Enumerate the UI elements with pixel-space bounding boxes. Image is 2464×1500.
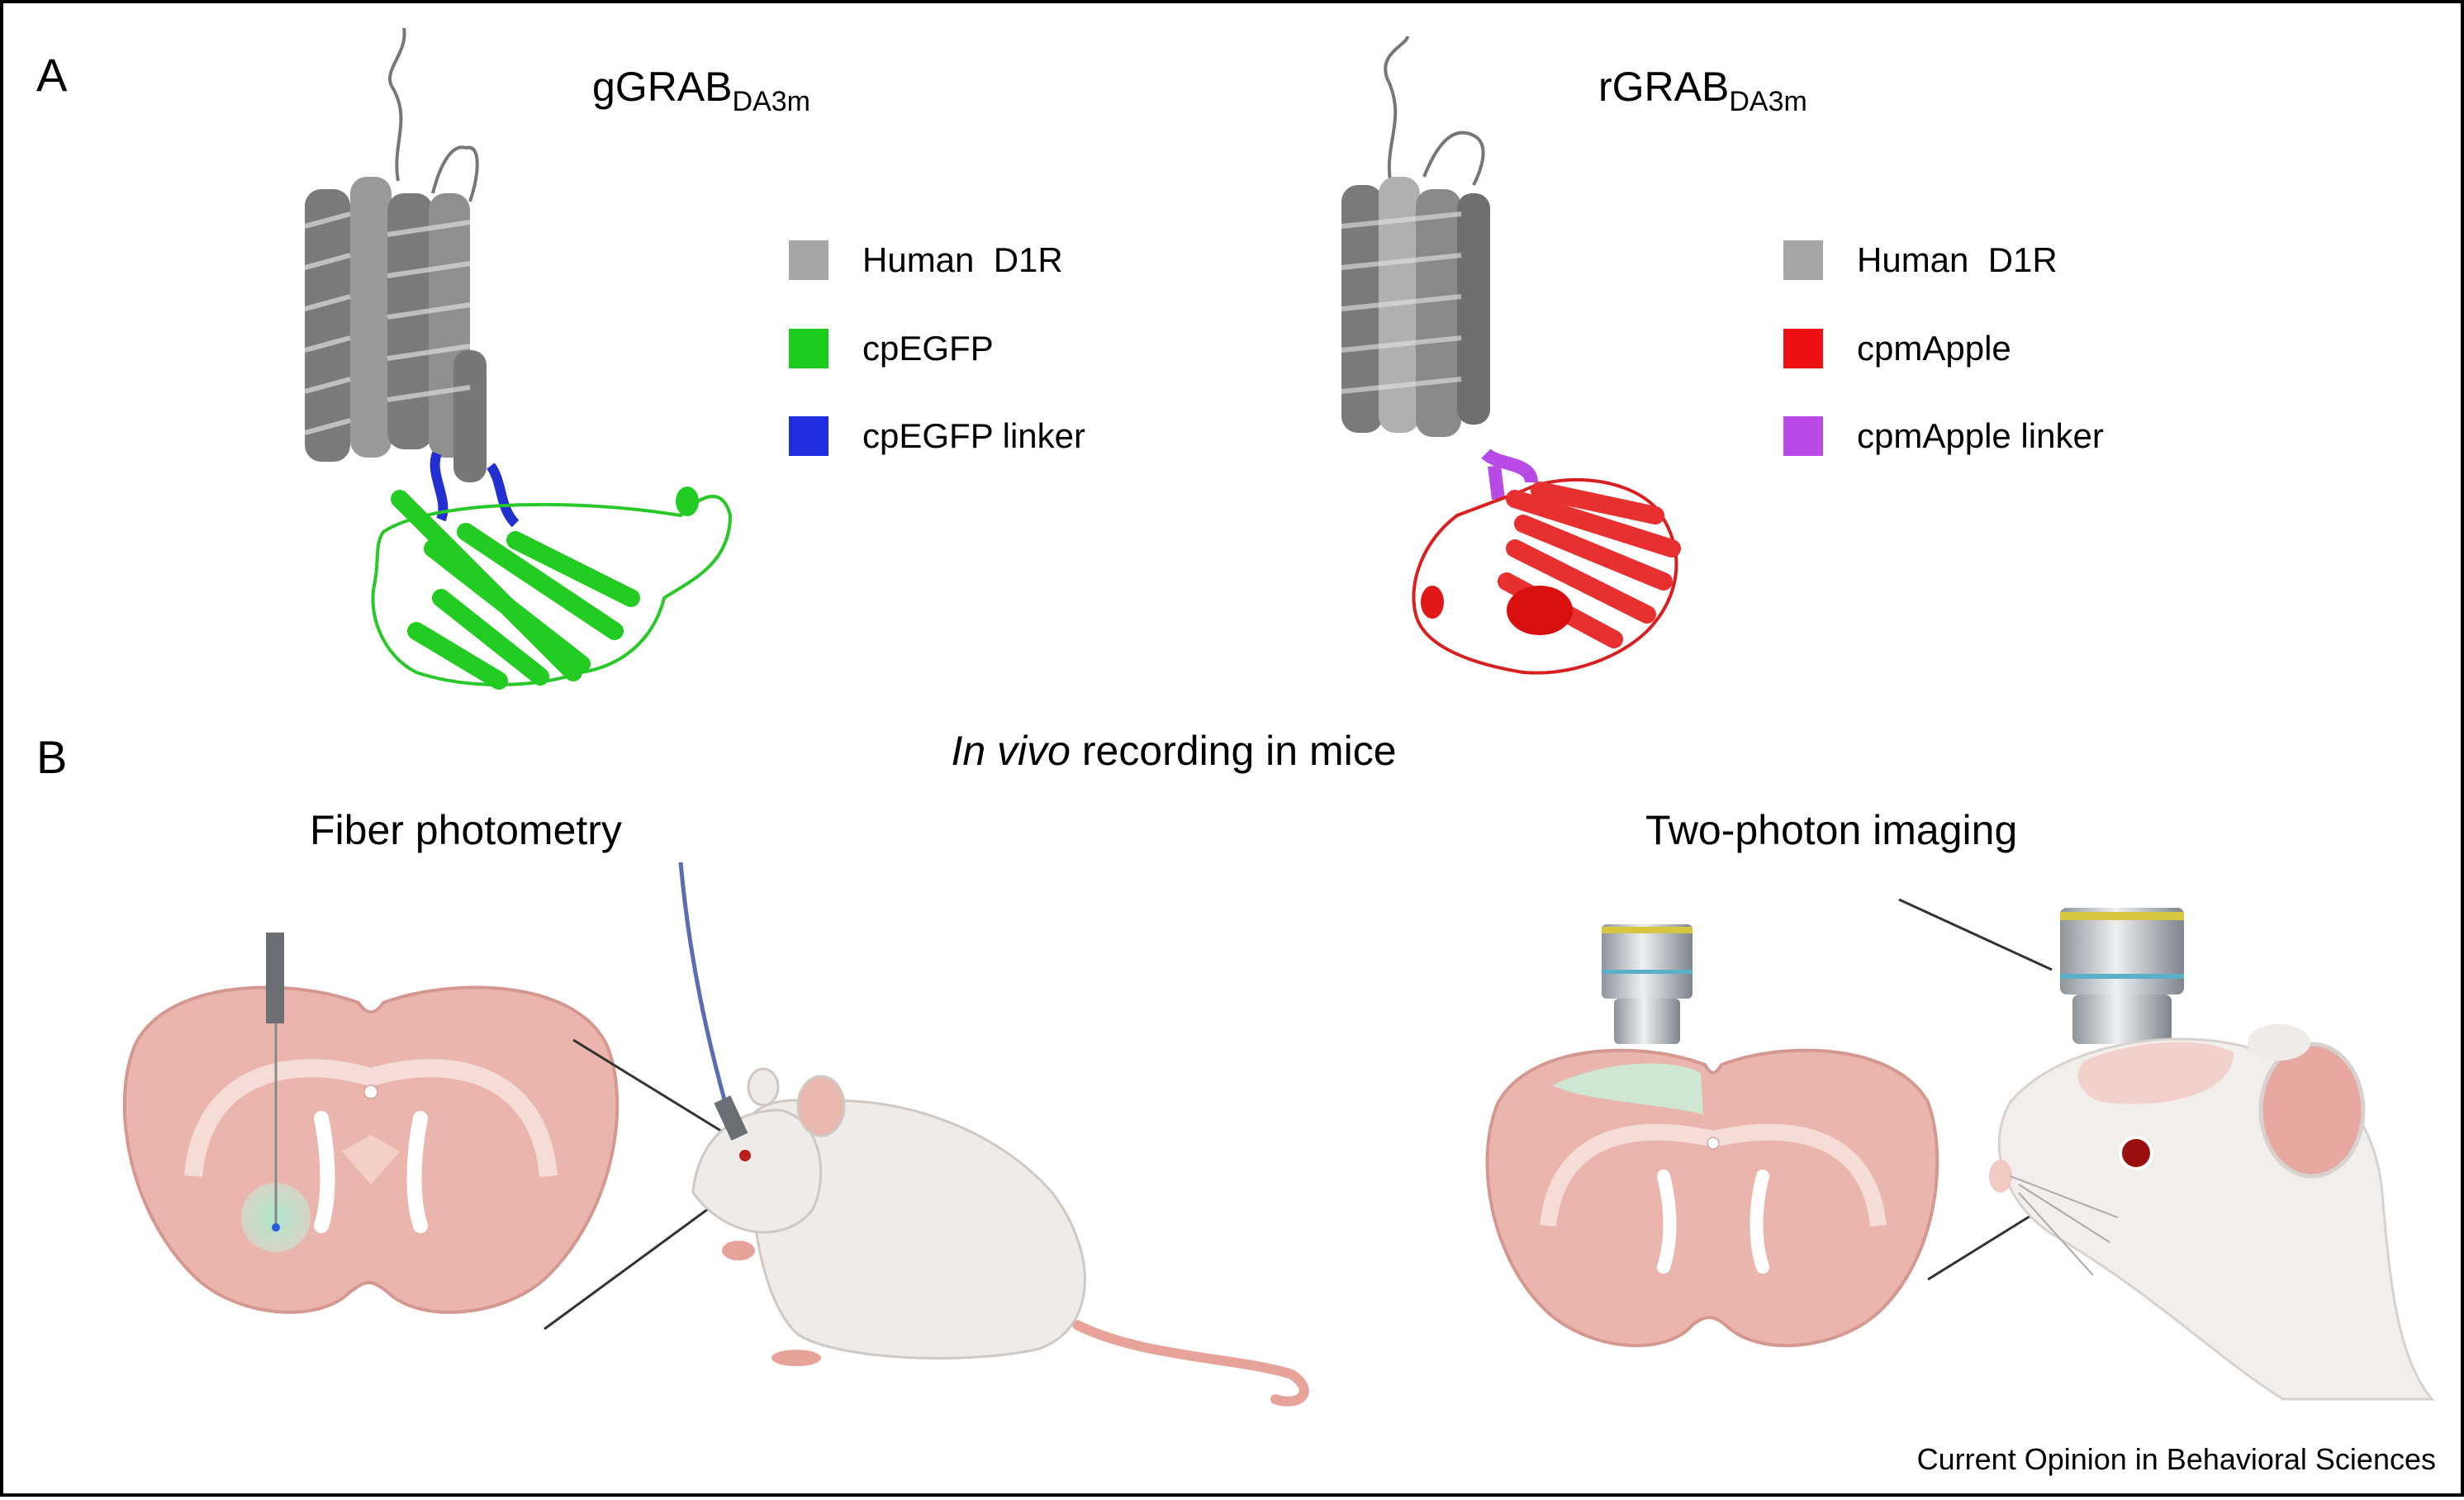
legend-label: cpEGFP linker: [862, 416, 1085, 455]
rgrab-title: rGRABDA3m: [1598, 64, 1807, 117]
objective-lens-icon: [2060, 908, 2184, 1044]
panel-b-title-rest: recording in mice: [1071, 728, 1397, 774]
zoom-line: [572, 1038, 735, 1141]
legend-swatch-cpmapple: [1783, 329, 1823, 368]
zoom-line: [544, 1191, 731, 1331]
journal-credit: Current Opinion in Behavioral Sciences: [1917, 1442, 2436, 1476]
two-photon-imaging-title: Two-photon imaging: [1645, 807, 2017, 853]
legend-swatch-human-d1r: [789, 240, 828, 280]
optic-fiber-icon: [266, 933, 284, 1023]
ggrab-title: gGRABDA3m: [592, 64, 810, 117]
panel-b-title-italic: In vivo: [951, 728, 1071, 774]
panel-b-title: In vivo recording in mice: [951, 728, 1396, 774]
figure-canvas: A gGRABDA3m Human D1R cpEGFP cpEGFP link…: [36, 27, 2436, 1476]
rgrab-title-sub: DA3m: [1729, 86, 1806, 117]
legend-label: cpEGFP: [862, 329, 994, 368]
mouse-illustration: [678, 862, 1309, 1407]
rgrab-title-main: rGRAB: [1598, 64, 1729, 110]
brain-slice-fiber: [122, 933, 620, 1314]
panel-b-label: B: [36, 731, 67, 783]
legend-label: Human D1R: [1857, 240, 2058, 279]
panel-a-label: A: [36, 49, 68, 101]
legend-swatch-cpmapple-linker: [1783, 416, 1823, 456]
ggrab-protein-structure: [304, 27, 733, 690]
legend-label: Human D1R: [862, 240, 1063, 279]
objective-lens-icon: [1602, 924, 1693, 1044]
zoom-line: [1898, 898, 2053, 971]
brain-slice-two-photon: [1485, 1048, 1939, 1347]
fiber-photometry-title: Fiber photometry: [310, 807, 622, 853]
mouse-head-illustration: [1989, 1024, 2435, 1401]
ggrab-title-sub: DA3m: [733, 86, 810, 117]
rgrab-legend: Human D1R cpmApple cpmApple linker: [1783, 240, 2104, 456]
legend-swatch-human-d1r: [1783, 240, 1823, 280]
ggrab-legend: Human D1R cpEGFP cpEGFP linker: [789, 240, 1085, 456]
legend-label: cpmApple linker: [1857, 416, 2104, 455]
legend-label: cpmApple: [1857, 329, 2011, 368]
rgrab-protein-structure: [1341, 36, 1681, 675]
ggrab-title-main: gGRAB: [592, 64, 733, 110]
legend-swatch-cpegfp-linker: [789, 416, 828, 456]
legend-swatch-cpegfp: [789, 329, 828, 368]
